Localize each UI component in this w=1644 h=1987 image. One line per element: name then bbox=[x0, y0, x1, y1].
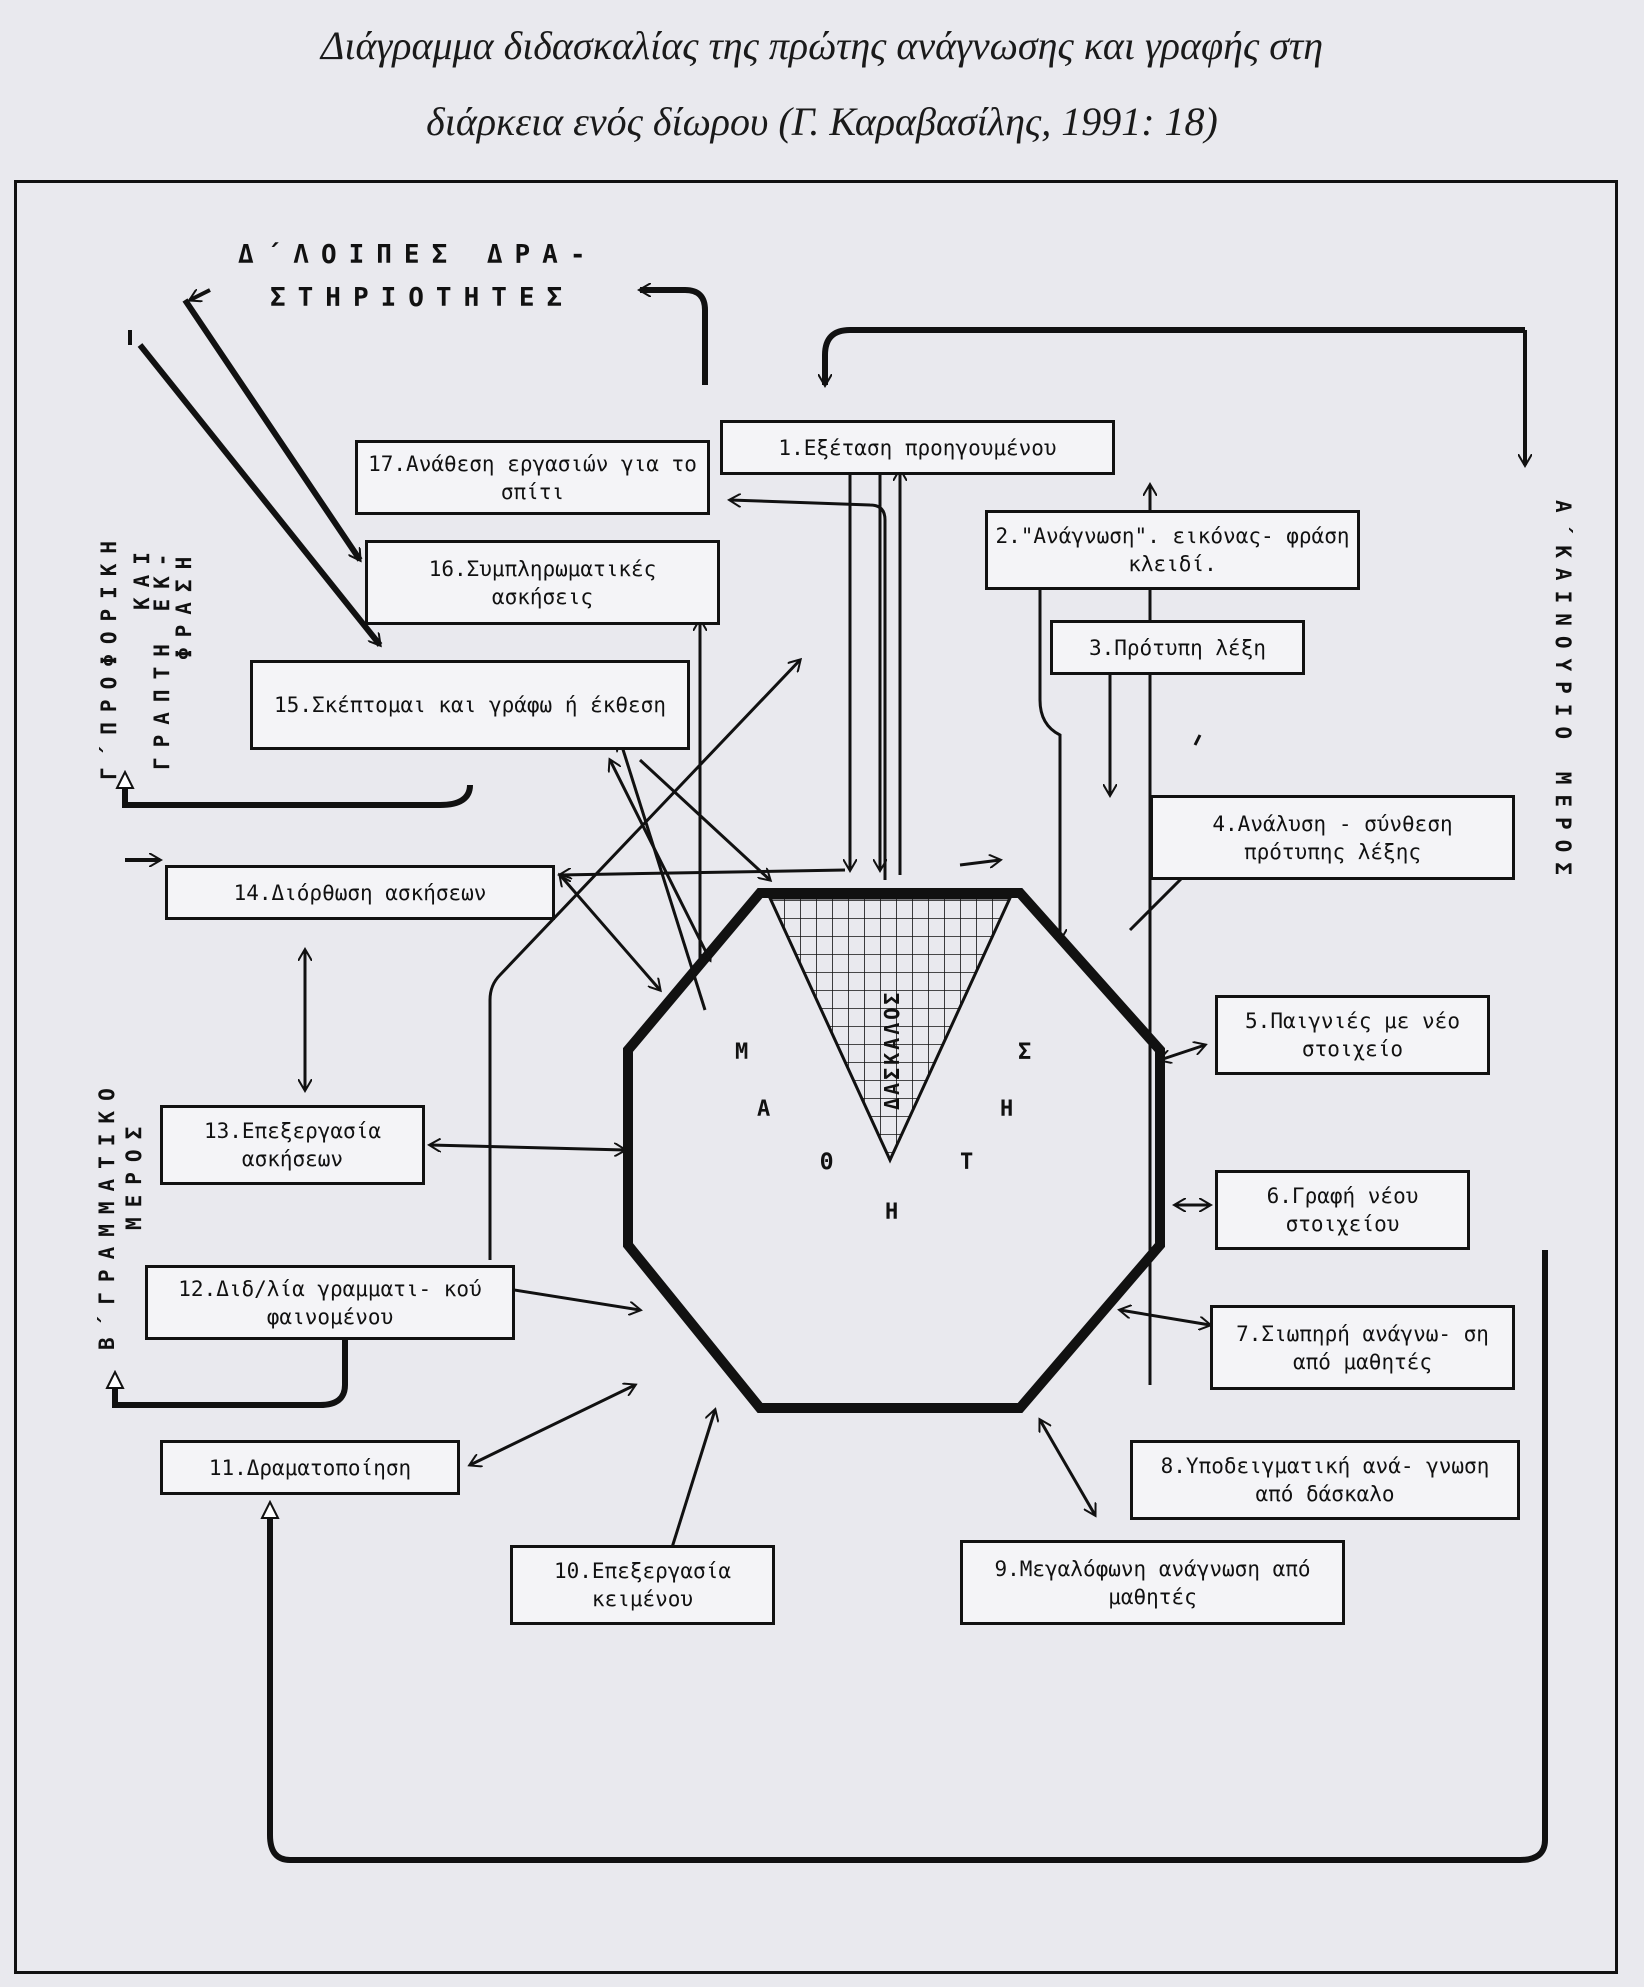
step-14-box: 14.Διόρθωση ασκήσεων bbox=[165, 865, 555, 920]
label-new-part: Α΄ΚΑΙΝΟΥΡΙΟ ΜΕΡΟΣ bbox=[1551, 500, 1575, 885]
step-4-box: 4.Ανάλυση - σύνθεση πρότυπης λέξης bbox=[1150, 795, 1515, 880]
center-octagon bbox=[623, 888, 1165, 1413]
diagram-title-line1: Διάγραμμα διδασκαλίας της πρώτης ανάγνωσ… bbox=[320, 23, 1324, 68]
step-12-box: 12.Διδ/λία γραμματι- κού φαινομένου bbox=[145, 1265, 515, 1340]
label-oral-written-3: ΓΡΑΠΤΗ ΕΚ- bbox=[150, 543, 174, 770]
label-other-activities-1: Δ΄ΛΟΙΠΕΣ ΔΡΑ- bbox=[238, 240, 598, 270]
step-6-box: 6.Γραφή νέου στοιχείου bbox=[1215, 1170, 1470, 1250]
step-2-box: 2."Ανάγνωση". εικόνας- φράση κλειδί. bbox=[985, 510, 1360, 590]
label-other-activities-2: ΣΤΗΡΙΟΤΗΤΕΣ bbox=[270, 283, 575, 313]
teacher-label: ΔΑΣΚΑΛΟΣ bbox=[880, 989, 904, 1110]
step-7-box: 7.Σιωπηρή ανάγνω- ση από μαθητές bbox=[1210, 1305, 1515, 1390]
label-oral-written-1: Γ΄ΠΡΟΦΟΡΙΚΗ bbox=[97, 530, 121, 780]
center-letter: Μ bbox=[735, 1040, 749, 1065]
step-17-box: 17.Ανάθεση εργασιών για το σπίτι bbox=[355, 440, 710, 515]
teacher-triangle bbox=[767, 896, 1013, 1164]
center-letter: Η bbox=[1000, 1097, 1014, 1122]
center-letter: Σ bbox=[1018, 1040, 1032, 1065]
step-13-box: 13.Επεξεργασία ασκήσεων bbox=[160, 1105, 425, 1185]
center-letter: Θ bbox=[820, 1150, 834, 1175]
label-oral-written-4: ΦΡΑΣΗ bbox=[172, 546, 196, 660]
center-letter: Α bbox=[757, 1097, 771, 1122]
step-11-box: 11.Δραματοποίηση bbox=[160, 1440, 460, 1495]
step-5-box: 5.Παιγνιές με νέο στοιχείο bbox=[1215, 995, 1490, 1075]
step-3-box: 3.Πρότυπη λέξη bbox=[1050, 620, 1305, 675]
diagram-frame bbox=[14, 180, 1618, 1974]
center-letter: Τ bbox=[960, 1150, 974, 1175]
step-8-box: 8.Υποδειγματική ανά- γνωση από δάσκαλο bbox=[1130, 1440, 1520, 1520]
diagram-title-line2: διάρκεια ενός δίωρου (Γ. Καραβασίλης, 19… bbox=[426, 99, 1218, 144]
step-10-box: 10.Επεξεργασία κειμένου bbox=[510, 1545, 775, 1625]
step-1-box: 1.Εξέταση προηγουμένου bbox=[720, 420, 1115, 475]
step-15-box: 15.Σκέπτομαι και γράφω ή έκθεση bbox=[250, 660, 690, 750]
label-grammar-1: Β΄ΓΡΑΜΜΑΤΙΚΟ bbox=[95, 1078, 119, 1350]
label-grammar-2: ΜΕΡΟΣ bbox=[122, 1116, 146, 1230]
step-16-box: 16.Συμπληρωματικές ασκήσεις bbox=[365, 540, 720, 625]
center-letter: Η bbox=[885, 1200, 899, 1225]
step-9-box: 9.Μεγαλόφωνη ανάγνωση από μαθητές bbox=[960, 1540, 1345, 1625]
